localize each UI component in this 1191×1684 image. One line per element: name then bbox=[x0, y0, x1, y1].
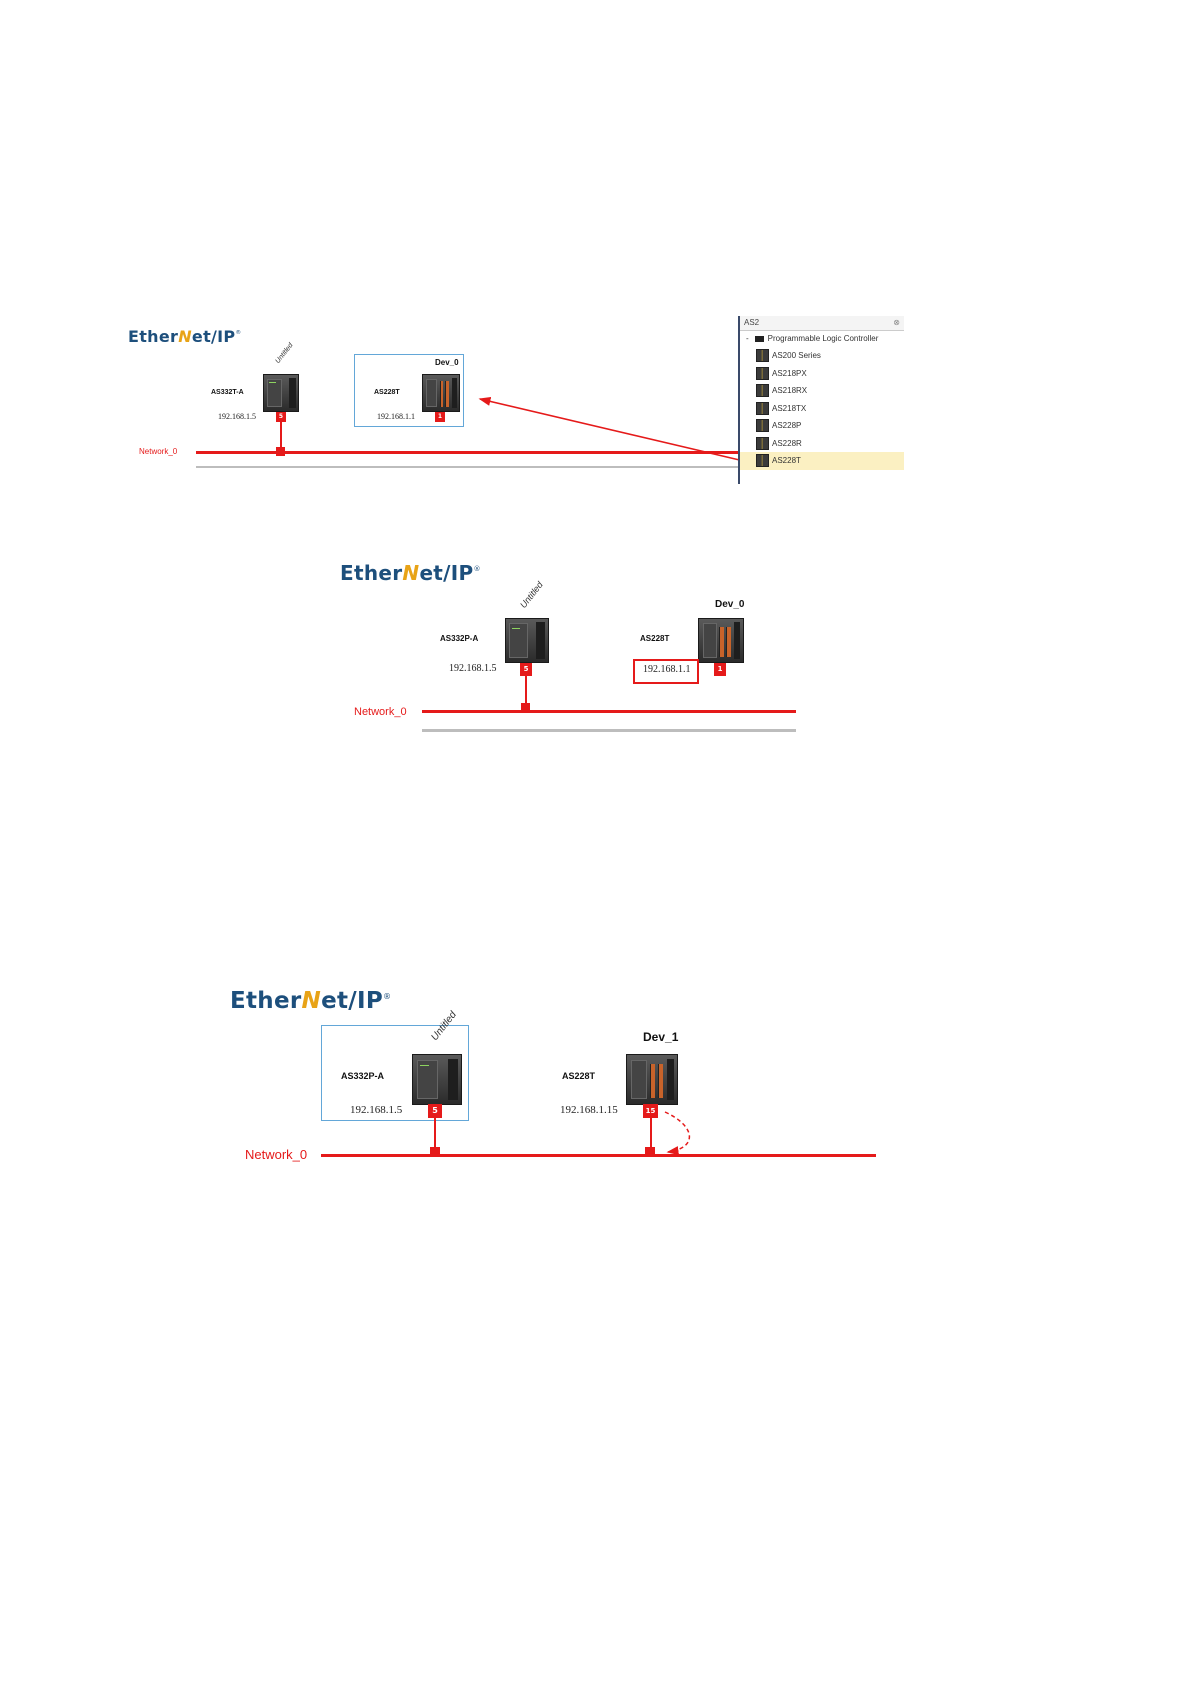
network-bus-line[interactable] bbox=[321, 1154, 876, 1157]
scanner-network-tap bbox=[430, 1147, 440, 1157]
scanner-link bbox=[434, 1118, 436, 1154]
adapter-link bbox=[650, 1118, 652, 1154]
tree-item-as200-series[interactable]: AS200 Series bbox=[740, 347, 904, 365]
tree-item-as228t[interactable]: AS228T bbox=[740, 452, 904, 470]
adapter-network-tap bbox=[645, 1147, 655, 1157]
scanner-link bbox=[280, 422, 282, 452]
adapter-ip-address: 192.168.1.15 bbox=[560, 1104, 618, 1116]
network-bus-line[interactable] bbox=[422, 710, 796, 713]
scanner-model-label: AS332T-A bbox=[211, 389, 244, 396]
network-label: Network_0 bbox=[354, 706, 407, 718]
scanner-network-tap bbox=[521, 703, 530, 712]
plc-icon bbox=[756, 436, 769, 450]
ethernet-ip-logo: EtherNet/IP® bbox=[128, 327, 242, 346]
scanner-model-label: AS332P-A bbox=[341, 1071, 385, 1081]
screen-3-network-config: EtherNet/IP® Untitled AS332P-A 192.168.1… bbox=[228, 980, 888, 1190]
drag-arrow bbox=[478, 397, 749, 463]
network-label: Network_0 bbox=[245, 1147, 308, 1162]
adapter-model-label: AS228T bbox=[374, 389, 400, 396]
adapter-plc-device[interactable] bbox=[626, 1054, 678, 1105]
tree-item-as218px[interactable]: AS218PX bbox=[740, 365, 904, 383]
adapter-ip-address: 192.168.1.1 bbox=[377, 412, 415, 421]
device-tree-header: AS2⊗ bbox=[740, 316, 904, 331]
ethernet-ip-logo: EtherNet/IP® bbox=[340, 561, 481, 585]
adapter-port-badge[interactable]: 1 bbox=[714, 663, 726, 676]
scanner-plc-device[interactable] bbox=[412, 1054, 462, 1105]
plc-icon bbox=[756, 366, 769, 380]
scanner-ip-address: 192.168.1.5 bbox=[218, 412, 256, 421]
adapter-ip-address[interactable]: 192.168.1.1 bbox=[643, 664, 691, 675]
network-bus-line[interactable] bbox=[196, 451, 738, 454]
adapter-device-name: Dev_1 bbox=[643, 1030, 679, 1044]
scanner-link bbox=[525, 676, 527, 710]
screen-1-network-config: EtherNet/IP® Untitled AS332T-A 192.168.1… bbox=[112, 316, 902, 484]
scanner-ip-address: 192.168.1.5 bbox=[350, 1104, 403, 1116]
scanner-port-badge[interactable]: 5 bbox=[520, 663, 532, 676]
adapter-plc-device[interactable] bbox=[422, 374, 460, 412]
network-bus-shadow bbox=[196, 466, 738, 468]
scanner-plc-device[interactable] bbox=[505, 618, 549, 663]
tree-item-as218tx[interactable]: AS218TX bbox=[740, 400, 904, 418]
device-tree-panel[interactable]: AS2⊗ -Programmable Logic Controller AS20… bbox=[738, 316, 904, 484]
adapter-selection-box[interactable] bbox=[354, 354, 464, 427]
close-icon[interactable]: ⊗ bbox=[893, 318, 900, 327]
plc-icon bbox=[756, 454, 769, 467]
plc-icon bbox=[756, 401, 769, 415]
tree-item-as218rx[interactable]: AS218RX bbox=[740, 382, 904, 400]
scanner-selection-box[interactable] bbox=[321, 1025, 469, 1121]
tree-item-as228p[interactable]: AS228P bbox=[740, 417, 904, 435]
adapter-model-label: AS228T bbox=[640, 634, 670, 643]
scanner-plc-device[interactable] bbox=[263, 374, 299, 412]
scanner-port-badge[interactable]: 5 bbox=[428, 1104, 442, 1118]
plc-icon bbox=[756, 349, 769, 362]
screen-2-network-config: EtherNet/IP® Untitled AS332P-A 192.168.1… bbox=[338, 555, 818, 795]
adapter-ip-highlight bbox=[633, 659, 699, 684]
adapter-model-label: AS228T bbox=[562, 1071, 596, 1081]
scanner-port-badge[interactable]: 5 bbox=[276, 412, 286, 422]
adapter-device-name: Dev_0 bbox=[715, 599, 745, 610]
adapter-plc-device[interactable] bbox=[698, 618, 744, 663]
scanner-ip-address: 192.168.1.5 bbox=[449, 663, 497, 674]
scanner-model-label: AS332P-A bbox=[440, 634, 479, 643]
tree-item-as228r[interactable]: AS228R bbox=[740, 435, 904, 453]
plc-icon bbox=[756, 419, 769, 432]
folder-icon bbox=[754, 335, 764, 342]
reconnect-arrow bbox=[664, 1111, 691, 1156]
adapter-port-badge[interactable]: 15 bbox=[643, 1104, 658, 1118]
scanner-name-tag[interactable]: Untitled bbox=[518, 579, 545, 610]
network-label: Network_0 bbox=[139, 447, 178, 456]
network-bus-shadow bbox=[422, 729, 796, 732]
adapter-device-name: Dev_0 bbox=[435, 358, 459, 367]
plc-icon bbox=[756, 384, 769, 397]
adapter-port-badge[interactable]: 1 bbox=[435, 412, 445, 422]
ethernet-ip-logo: EtherNet/IP® bbox=[230, 988, 392, 1014]
tree-root-plc[interactable]: -Programmable Logic Controller bbox=[746, 334, 879, 343]
